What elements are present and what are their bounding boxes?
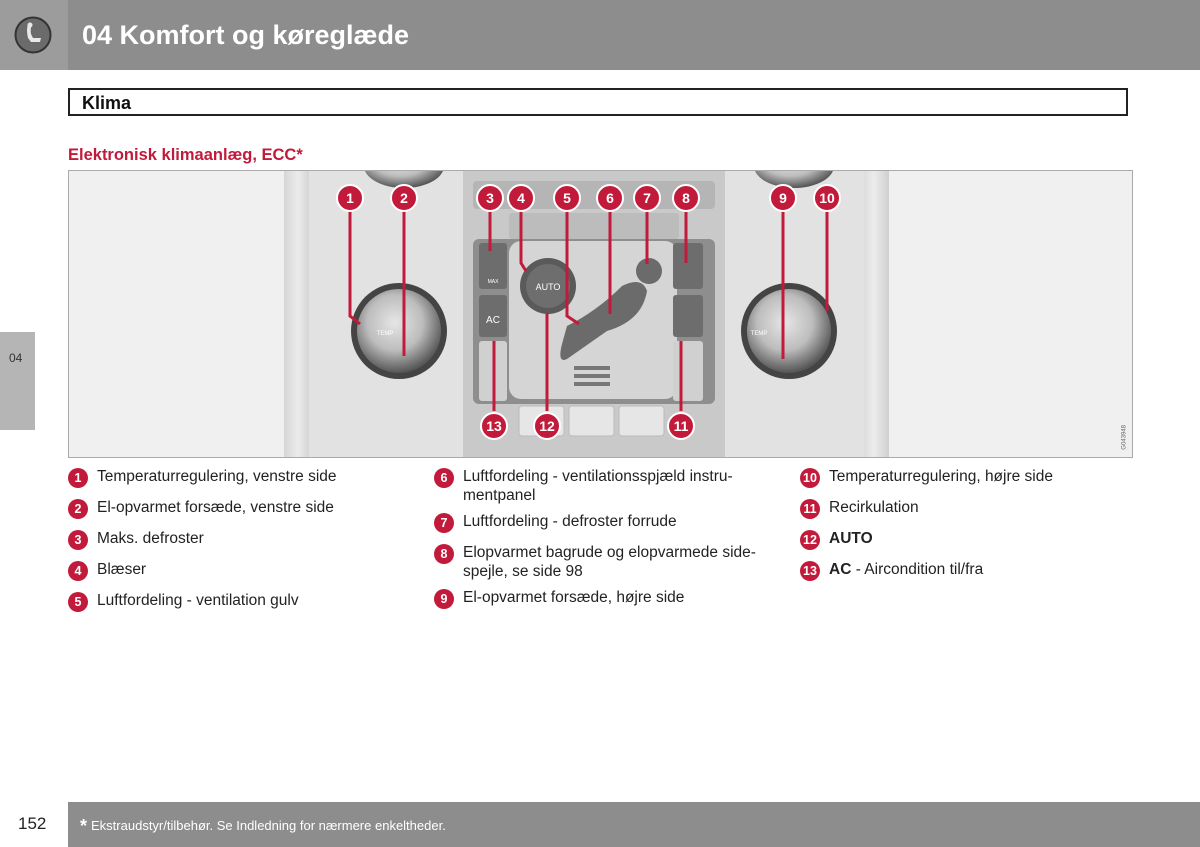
chapter-icon-box xyxy=(0,0,68,70)
legend-text: Temperaturregulering, højre side xyxy=(829,468,1053,485)
legend-text: El-opvarmet forsæde, venstre side xyxy=(97,499,334,516)
callout-7: 7 xyxy=(634,185,660,211)
max-button-label: MAX xyxy=(488,279,500,285)
sub-heading: Elektronisk klimaanlæg, ECC* xyxy=(68,146,303,165)
callout-3: 3 xyxy=(477,185,503,211)
temp-left-label: TEMP xyxy=(377,331,394,337)
legend-text-line-1: Luftfordeling - ventilationsspjæld instr… xyxy=(463,468,733,485)
legend-number: 11 xyxy=(800,499,820,519)
legend-text: Maks. defroster xyxy=(97,530,204,547)
seat-icon xyxy=(14,16,52,54)
climate-panel-illustration: AUTO MAX AC TEMP TEMP xyxy=(69,171,1133,458)
legend-item: 11 Recirkulation xyxy=(800,498,1130,517)
legend-number: 5 xyxy=(68,592,88,612)
figure-code: G043948 xyxy=(1122,425,1128,450)
legend-item: 10 Temperaturregulering, højre side xyxy=(800,467,1130,486)
legend-text-line-2: mentpanel xyxy=(463,487,535,504)
svg-text:9: 9 xyxy=(779,190,787,206)
callout-2: 2 xyxy=(391,185,417,211)
legend-number: 2 xyxy=(68,499,88,519)
legend-text: Luftfordeling - ventilation gulv xyxy=(97,592,299,609)
callout-12: 12 xyxy=(534,413,560,439)
legend-item: 1 Temperaturregulering, venstre side xyxy=(68,467,398,486)
legend-number: 12 xyxy=(800,530,820,550)
legend-text: Recirkulation xyxy=(829,499,919,516)
svg-text:8: 8 xyxy=(682,190,690,206)
legend-item: 8 Elopvarmet bagrude og elopvarmede side… xyxy=(434,543,764,581)
legend-number: 9 xyxy=(434,589,454,609)
svg-text:11: 11 xyxy=(674,418,689,434)
legend-number: 1 xyxy=(68,468,88,488)
section-title: Klima xyxy=(82,93,131,114)
footnote-text: Ekstraudstyr/tilbehør. Se Indledning for… xyxy=(91,818,446,833)
legend-number: 10 xyxy=(800,468,820,488)
section-box: Klima xyxy=(68,88,1128,116)
chapter-title: 04 Komfort og køreglæde xyxy=(82,20,409,51)
legend-number: 13 xyxy=(800,561,820,581)
chapter-side-tab: 04 xyxy=(0,332,35,430)
legend-item: 13 AC - Aircondition til/fra xyxy=(800,560,1130,579)
legend-item: 5 Luftfordeling - ventilation gulv xyxy=(68,591,398,610)
ac-button-label: AC xyxy=(486,315,500,326)
legend-number: 8 xyxy=(434,544,454,564)
legend-number: 7 xyxy=(434,513,454,533)
climate-panel-figure: AUTO MAX AC TEMP TEMP xyxy=(68,170,1133,458)
callout-9: 9 xyxy=(770,185,796,211)
legend-column-3: 10 Temperaturregulering, højre side 11 R… xyxy=(800,465,1130,579)
svg-text:2: 2 xyxy=(400,190,408,206)
legend-text: El-opvarmet forsæde, højre side xyxy=(463,589,684,606)
svg-text:7: 7 xyxy=(643,190,651,206)
svg-text:1: 1 xyxy=(346,190,354,206)
callout-1: 1 xyxy=(337,185,363,211)
legend-column-2: 6 Luftfordeling - ventilationsspjæld ins… xyxy=(434,465,764,607)
callout-5: 5 xyxy=(554,185,580,211)
legend-number: 3 xyxy=(68,530,88,550)
svg-text:10: 10 xyxy=(819,190,835,206)
legend-text-bold: AC xyxy=(829,561,851,578)
legend-item: 2 El-opvarmet forsæde, venstre side xyxy=(68,498,398,517)
legend-text: - Aircondition til/fra xyxy=(851,561,983,578)
callout-8: 8 xyxy=(673,185,699,211)
legend-item: 9 El-opvarmet forsæde, højre side xyxy=(434,588,764,607)
auto-knob-label: AUTO xyxy=(536,282,561,292)
legend-item: 4 Blæser xyxy=(68,560,398,579)
legend-text: Luftfordeling - defroster forrude xyxy=(463,513,677,530)
side-tab-label: 04 xyxy=(9,351,22,365)
legend-item: 12 AUTO xyxy=(800,529,1130,548)
legend-item: 7 Luftfordeling - defroster forrude xyxy=(434,512,764,531)
callout-13: 13 xyxy=(481,413,507,439)
footnote: * Ekstraudstyr/tilbehør. Se Indledning fo… xyxy=(80,816,446,837)
legend-text-line-2: spejle, se side 98 xyxy=(463,563,583,580)
legend-text: Temperaturregulering, venstre side xyxy=(97,468,337,485)
legend-item: 3 Maks. defroster xyxy=(68,529,398,548)
legend-column-1: 1 Temperaturregulering, venstre side 2 E… xyxy=(68,465,398,610)
footnote-mark: * xyxy=(80,816,87,836)
svg-text:3: 3 xyxy=(486,190,494,206)
callout-11: 11 xyxy=(668,413,694,439)
svg-text:5: 5 xyxy=(563,190,571,206)
legend-text: Blæser xyxy=(97,561,146,578)
legend-text-line-1: Elopvarmet bagrude og elopvarmede side- xyxy=(463,544,756,561)
legend-text-bold: AUTO xyxy=(829,530,873,547)
callout-4: 4 xyxy=(508,185,534,211)
callout-10: 10 xyxy=(814,185,840,211)
svg-text:4: 4 xyxy=(517,190,525,206)
page-number: 152 xyxy=(18,814,46,834)
legend-number: 6 xyxy=(434,468,454,488)
svg-text:6: 6 xyxy=(606,190,614,206)
temp-right-label: TEMP xyxy=(751,331,768,337)
svg-text:12: 12 xyxy=(539,418,555,434)
legend-item: 6 Luftfordeling - ventilationsspjæld ins… xyxy=(434,467,764,505)
callout-6: 6 xyxy=(597,185,623,211)
legend-number: 4 xyxy=(68,561,88,581)
svg-text:13: 13 xyxy=(486,418,502,434)
